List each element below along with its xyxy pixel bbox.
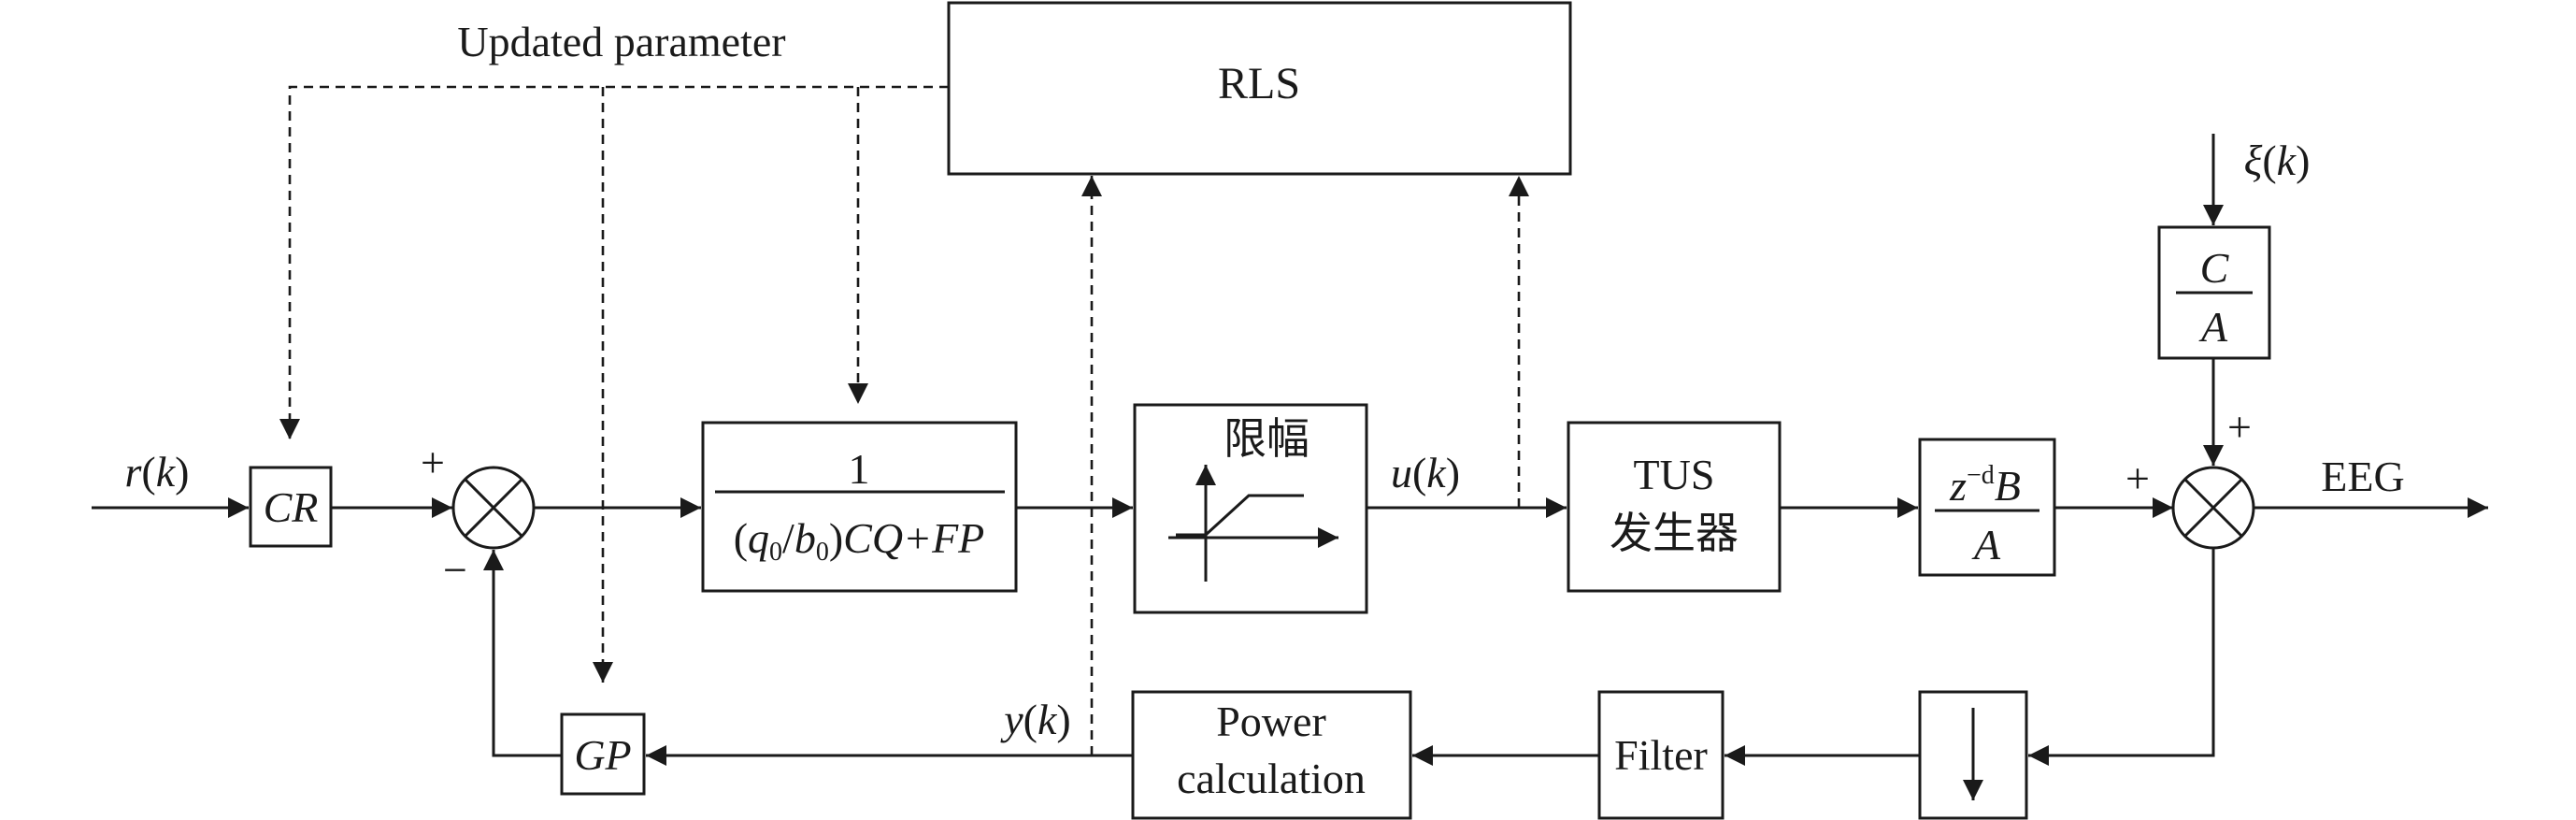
svg-text:r(k): r(k) <box>125 448 190 496</box>
svg-text:calculation: calculation <box>1177 755 1366 802</box>
cr-block: CR <box>249 466 333 548</box>
downsample-block <box>1918 690 2028 820</box>
svg-text:A: A <box>1971 521 2001 568</box>
svg-text:y(k): y(k) <box>1000 696 1071 743</box>
cr-label: CR <box>264 483 319 531</box>
svg-text:+: + <box>2227 403 2252 451</box>
svg-text:ξ(k): ξ(k) <box>2244 137 2311 184</box>
reference-input-label: r(k) <box>125 448 190 496</box>
svg-text:发生器: 发生器 <box>1610 508 1739 558</box>
svg-text:+: + <box>2125 454 2150 502</box>
eeg-output-label: EEG <box>2321 453 2404 500</box>
svg-text:(q0/b0)CQ+FP: (q0/b0)CQ+FP <box>734 514 985 567</box>
rls-block: RLS <box>947 1 1572 176</box>
svg-text:C: C <box>2200 244 2230 292</box>
gp-label: GP <box>574 731 631 779</box>
summing-junction-feedback: + − <box>421 439 536 594</box>
minus-sign: − <box>443 546 467 594</box>
svg-text:Power: Power <box>1216 698 1326 745</box>
filter-block: Filter <box>1597 690 1724 820</box>
limiter-block: 限幅 <box>1133 403 1368 614</box>
limiter-label: 限幅 <box>1224 413 1309 464</box>
noise-input-label: ξ(k) <box>2244 137 2311 184</box>
power-calculation-block: Power calculation <box>1131 690 1412 820</box>
output-signal-label: y(k) <box>1000 696 1071 743</box>
svg-text:u(k): u(k) <box>1391 449 1460 496</box>
svg-text:TUS: TUS <box>1634 451 1715 498</box>
plus-sign: + <box>421 439 445 486</box>
svg-text:A: A <box>2198 303 2228 351</box>
svg-text:1: 1 <box>849 445 870 493</box>
control-signal-label: u(k) <box>1391 449 1460 496</box>
tus-generator-block: TUS 发生器 <box>1567 421 1782 593</box>
plant-block: z−dB A <box>1918 438 2056 577</box>
gp-block: GP <box>560 712 646 796</box>
rls-label: RLS <box>1218 59 1300 108</box>
parameter-update-lines <box>279 85 1529 755</box>
noise-filter-block: C A <box>2157 225 2271 360</box>
summing-junction-noise: + + <box>2125 403 2255 550</box>
controller-block: 1 (q0/b0)CQ+FP <box>701 421 1018 593</box>
svg-text:z−dB: z−dB <box>1949 461 2021 510</box>
svg-text:Filter: Filter <box>1614 731 1708 779</box>
updated-parameter-label: Updated parameter <box>457 18 785 65</box>
